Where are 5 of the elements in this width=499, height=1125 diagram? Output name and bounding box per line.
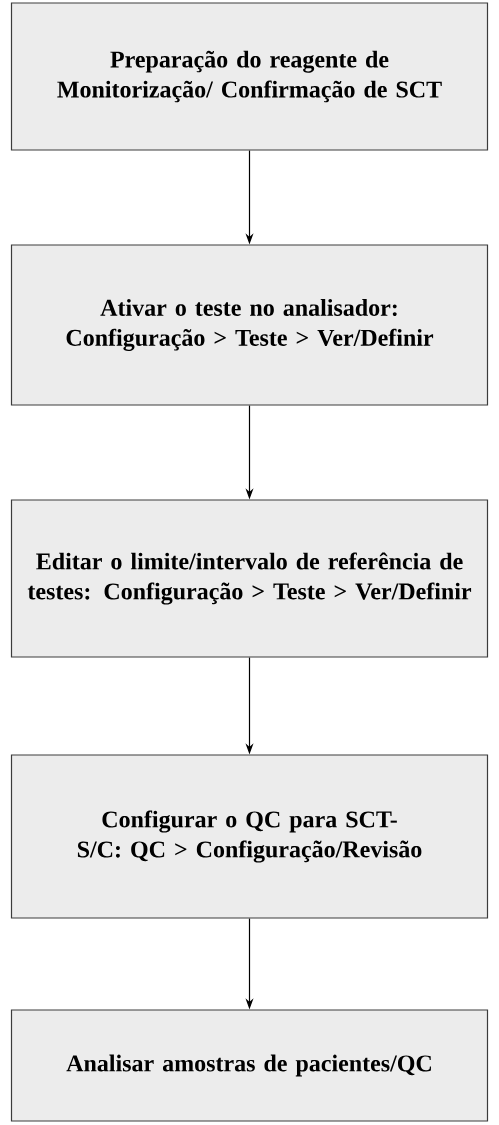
process-box: Editar o limite/intervalo de referência de testes: Configuração > Teste > Ver/Definir	[10, 499, 489, 658]
process-box: Configurar o QC para SCT-S/C: QC > Configuração/Revisão	[10, 754, 489, 919]
process-box: Analisar amostras de pacientes/QC	[10, 1009, 489, 1122]
process-box: Ativar o teste no analisador: Configuração > Teste > Ver/Definir	[10, 244, 489, 406]
process-box: Preparação do reagente de Monitorização/ Confirmação de SCT	[10, 2, 489, 151]
